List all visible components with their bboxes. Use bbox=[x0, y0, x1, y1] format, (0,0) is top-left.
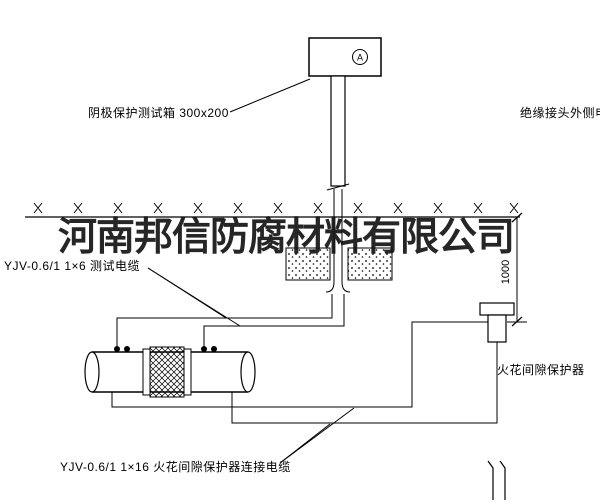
weld-point-2 bbox=[124, 346, 130, 352]
label-test-cable: YJV-0.6/1 1×6 测试电缆 bbox=[4, 259, 141, 273]
joint-flange-left bbox=[142, 348, 151, 396]
pipe-right-end-cap bbox=[240, 351, 256, 393]
conduit-riser bbox=[330, 75, 346, 187]
test-box-terminal-circle bbox=[352, 49, 368, 65]
label-insulated-joint-cable: 绝缘接头外侧电缆 bbox=[520, 106, 600, 120]
label-spark-gap-protector: 火花间隙保护器 bbox=[497, 363, 585, 377]
test-cable-run-1 bbox=[116, 294, 333, 349]
joint-flange-right bbox=[183, 348, 192, 396]
insulating-joint bbox=[149, 346, 185, 398]
spark-gap-protector-cap bbox=[479, 302, 515, 316]
test-box-rect bbox=[308, 37, 382, 77]
buried-cable-left-hook bbox=[325, 281, 335, 293]
protector-cable-run-2 bbox=[231, 342, 498, 424]
concrete-block-right bbox=[347, 247, 393, 281]
protector-cable-run-1 bbox=[111, 321, 488, 408]
pipe-continuation-symbol bbox=[487, 460, 506, 500]
test-cable-run-2 bbox=[203, 294, 345, 349]
buried-cable-right-hook bbox=[341, 281, 351, 293]
spark-gap-protector-body bbox=[487, 314, 507, 343]
pipe-left-end-cap bbox=[84, 351, 100, 393]
leader-protector-cable-2 bbox=[279, 407, 355, 464]
leader-test-cable-2 bbox=[147, 267, 241, 327]
dimension-tick-bottom bbox=[511, 316, 523, 327]
label-protector-cable: YJV-0.6/1 1×16 火花间隙保护器连接电缆 bbox=[60, 460, 291, 474]
grade-marks bbox=[33, 202, 519, 214]
concrete-block-left bbox=[285, 247, 331, 281]
test-box-terminal-letter: A bbox=[357, 53, 363, 63]
dimension-tick-top bbox=[511, 212, 523, 223]
label-test-box: 阴极保护测试箱 300x200 bbox=[88, 106, 229, 120]
leader-test-box bbox=[229, 78, 311, 113]
weld-point-4 bbox=[211, 346, 217, 352]
conduit-break-mark bbox=[326, 183, 350, 191]
dimension-text: 1000 bbox=[500, 260, 512, 284]
company-watermark: 河南邦信防腐材料有限公司 bbox=[58, 214, 515, 260]
